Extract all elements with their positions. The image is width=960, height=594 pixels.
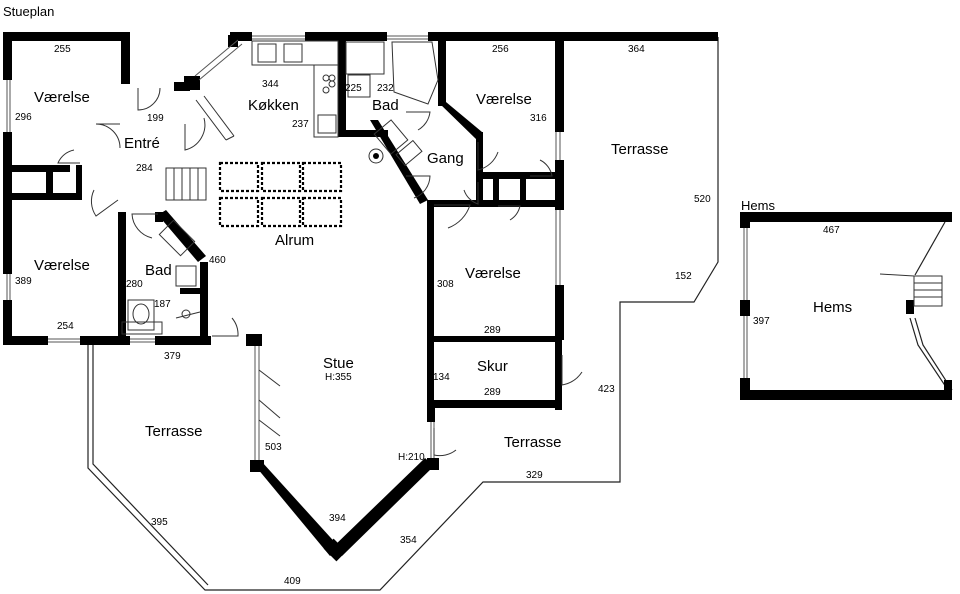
dim-label: 467 [823,225,840,236]
dim-label: 379 [164,351,181,362]
room-label-vaerelse-e: Værelse [465,265,521,282]
dim-label: 280 [126,279,143,290]
room-label-stue: Stue [323,355,354,372]
dim-label: 296 [15,112,32,123]
dim-label: 409 [284,576,301,587]
room-label-vaerelse-ne: Værelse [476,91,532,108]
dim-label: 225 [345,83,362,94]
room-label-vaerelse-nw: Værelse [34,89,90,106]
hems-title: Hems [741,198,775,213]
dim-label: 397 [753,316,770,327]
dim-label: 316 [530,113,547,124]
dim-label: 460 [209,255,226,266]
room-label-vaerelse-sw: Værelse [34,257,90,274]
doors [57,87,583,457]
dim-label: 423 [598,384,615,395]
dim-label: 394 [329,513,346,524]
dim-label: 256 [492,44,509,55]
terrace-outlines [87,37,953,591]
room-label-skur: Skur [477,358,508,375]
room-label-gang: Gang [427,150,464,167]
dim-label: 289 [484,325,501,336]
alrum-table [218,161,343,228]
dim-label: 344 [262,79,279,90]
dim-label: 255 [54,44,71,55]
dim-label: 329 [526,470,543,481]
dim-label: 254 [57,321,74,332]
door-height-label: H:210 [398,452,425,463]
dim-label: 199 [147,113,164,124]
dim-label: 152 [675,271,692,282]
room-label-terrasse-se: Terrasse [504,434,562,451]
fixtures [121,40,943,335]
dim-label: 232 [377,83,394,94]
plan-title: Stueplan [3,4,55,19]
room-label-terrasse-ne: Terrasse [611,141,669,158]
walls [3,32,952,562]
dim-label: 134 [433,372,450,383]
dim-label: 289 [484,387,501,398]
dim-label: 237 [292,119,309,130]
dim-label: 354 [400,535,417,546]
stue-height-label: H:355 [325,372,352,383]
room-label-koekken: Køkken [248,97,299,114]
room-label-bad-left: Bad [145,262,172,279]
room-label-entre: Entré [124,135,160,152]
dim-label: 308 [437,279,454,290]
dim-label: 395 [151,517,168,528]
dim-label: 389 [15,276,32,287]
dim-label: 520 [694,194,711,205]
room-label-bad-top: Bad [372,97,399,114]
dim-label: 503 [265,442,282,453]
room-label-alrum: Alrum [275,232,315,249]
dim-label: 284 [136,163,153,174]
room-label-terrasse-sw: Terrasse [145,423,203,440]
dim-label: 364 [628,44,645,55]
dim-label: 187 [154,299,171,310]
room-label-hems: Hems [813,299,853,316]
